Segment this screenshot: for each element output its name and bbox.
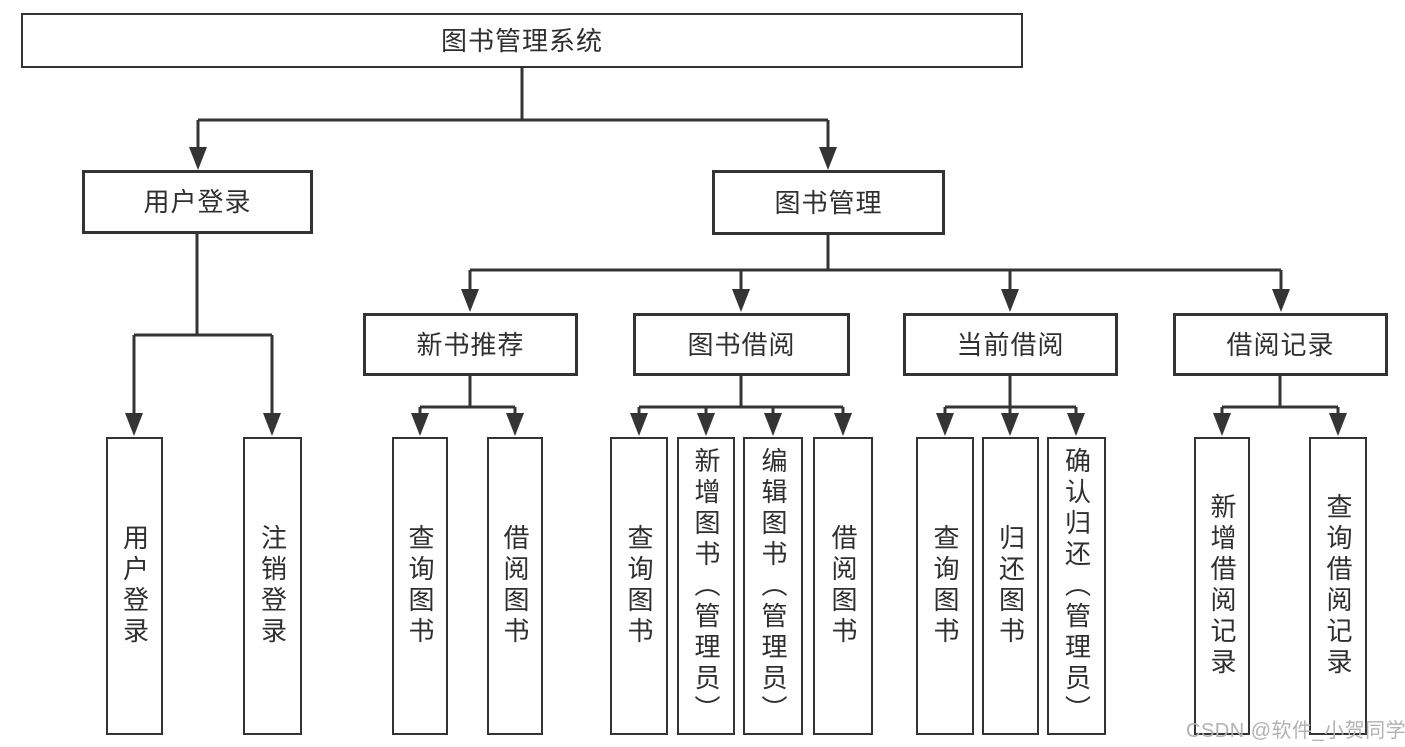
arrowhead-icon — [1213, 413, 1231, 436]
node-label: 图书借阅 — [687, 329, 796, 360]
arrowhead-icon — [1001, 413, 1019, 436]
node-label: 用户登录 — [143, 187, 252, 217]
leaf-borrow-query-book: 查询图书 — [610, 437, 668, 735]
connector-current-borrow — [943, 376, 1078, 416]
node-label: 借阅记录 — [1226, 329, 1335, 360]
leaf-user-login: 用户登录 — [106, 437, 163, 735]
arrowhead-icon — [506, 413, 524, 436]
node-label: 新增图书（管理员） — [691, 446, 721, 726]
node-book-management: 图书管理 — [712, 170, 945, 235]
arrowhead-icon — [732, 289, 750, 312]
leaf-recommend-borrow-book: 借阅图书 — [487, 437, 543, 735]
node-label: 图书管理 — [774, 187, 883, 218]
node-label: 新增借阅记录 — [1207, 493, 1237, 679]
connector-user-login — [132, 233, 274, 416]
leaf-edit-book-admin: 编辑图书（管理员） — [743, 437, 803, 735]
connector-root — [196, 68, 830, 150]
arrowhead-icon — [697, 413, 715, 436]
arrowheads — [125, 147, 1347, 436]
leaf-current-query-book: 查询图书 — [916, 437, 974, 735]
node-label: 确认归还（管理员） — [1061, 446, 1092, 726]
arrowhead-icon — [1067, 413, 1085, 436]
leaf-logout: 注销登录 — [243, 437, 302, 735]
arrowhead-icon — [461, 289, 479, 312]
leaf-borrow-book: 借阅图书 — [813, 437, 873, 735]
arrowhead-icon — [1001, 289, 1019, 312]
leaf-return-book: 归还图书 — [982, 437, 1039, 735]
connector-book-management — [468, 235, 1283, 292]
node-library-system: 图书管理系统 — [21, 13, 1023, 68]
node-label: 编辑图书（管理员） — [758, 446, 788, 726]
arrowhead-icon — [411, 413, 429, 436]
node-label: 借阅图书 — [828, 524, 858, 648]
arrowhead-icon — [189, 147, 207, 170]
arrowhead-icon — [936, 413, 954, 436]
node-label: 查询图书 — [624, 524, 654, 648]
node-label: 归还图书 — [995, 524, 1026, 648]
csdn-watermark: CSDN @软件_小贺同学 — [1186, 720, 1405, 742]
node-borrow-record: 借阅记录 — [1173, 313, 1388, 376]
arrowhead-icon — [630, 413, 648, 436]
arrowhead-icon — [764, 413, 782, 436]
node-label: 查询图书 — [930, 524, 960, 648]
leaf-add-borrow-record: 新增借阅记录 — [1194, 437, 1250, 735]
node-label: 查询借阅记录 — [1323, 493, 1353, 679]
leaf-add-book-admin: 新增图书（管理员） — [677, 437, 735, 735]
node-label: 借阅图书 — [500, 524, 530, 648]
leaf-confirm-return-admin: 确认归还（管理员） — [1047, 437, 1106, 735]
node-label: 新书推荐 — [416, 329, 525, 360]
node-label: 用户登录 — [119, 524, 150, 648]
arrowhead-icon — [834, 413, 852, 436]
leaf-recommend-query-book: 查询图书 — [392, 437, 448, 735]
leaf-query-borrow-record: 查询借阅记录 — [1309, 437, 1367, 735]
connector-new-book-recommend — [418, 376, 517, 416]
node-label: 当前借阅 — [956, 329, 1065, 360]
arrowhead-icon — [1272, 289, 1290, 312]
arrowhead-icon — [1329, 413, 1347, 436]
node-user-login: 用户登录 — [82, 170, 313, 234]
arrowhead-icon — [819, 147, 837, 170]
connector-borrow-record — [1220, 376, 1340, 416]
arrowhead-icon — [263, 413, 281, 436]
node-new-book-recommend: 新书推荐 — [363, 313, 578, 376]
node-label: 图书管理系统 — [440, 25, 603, 56]
connector-book-borrow — [637, 376, 845, 416]
node-label: 查询图书 — [405, 524, 435, 648]
node-current-borrow: 当前借阅 — [903, 313, 1118, 376]
node-label: 注销登录 — [257, 524, 288, 648]
arrowhead-icon — [125, 413, 143, 436]
node-book-borrow: 图书借阅 — [633, 313, 850, 376]
